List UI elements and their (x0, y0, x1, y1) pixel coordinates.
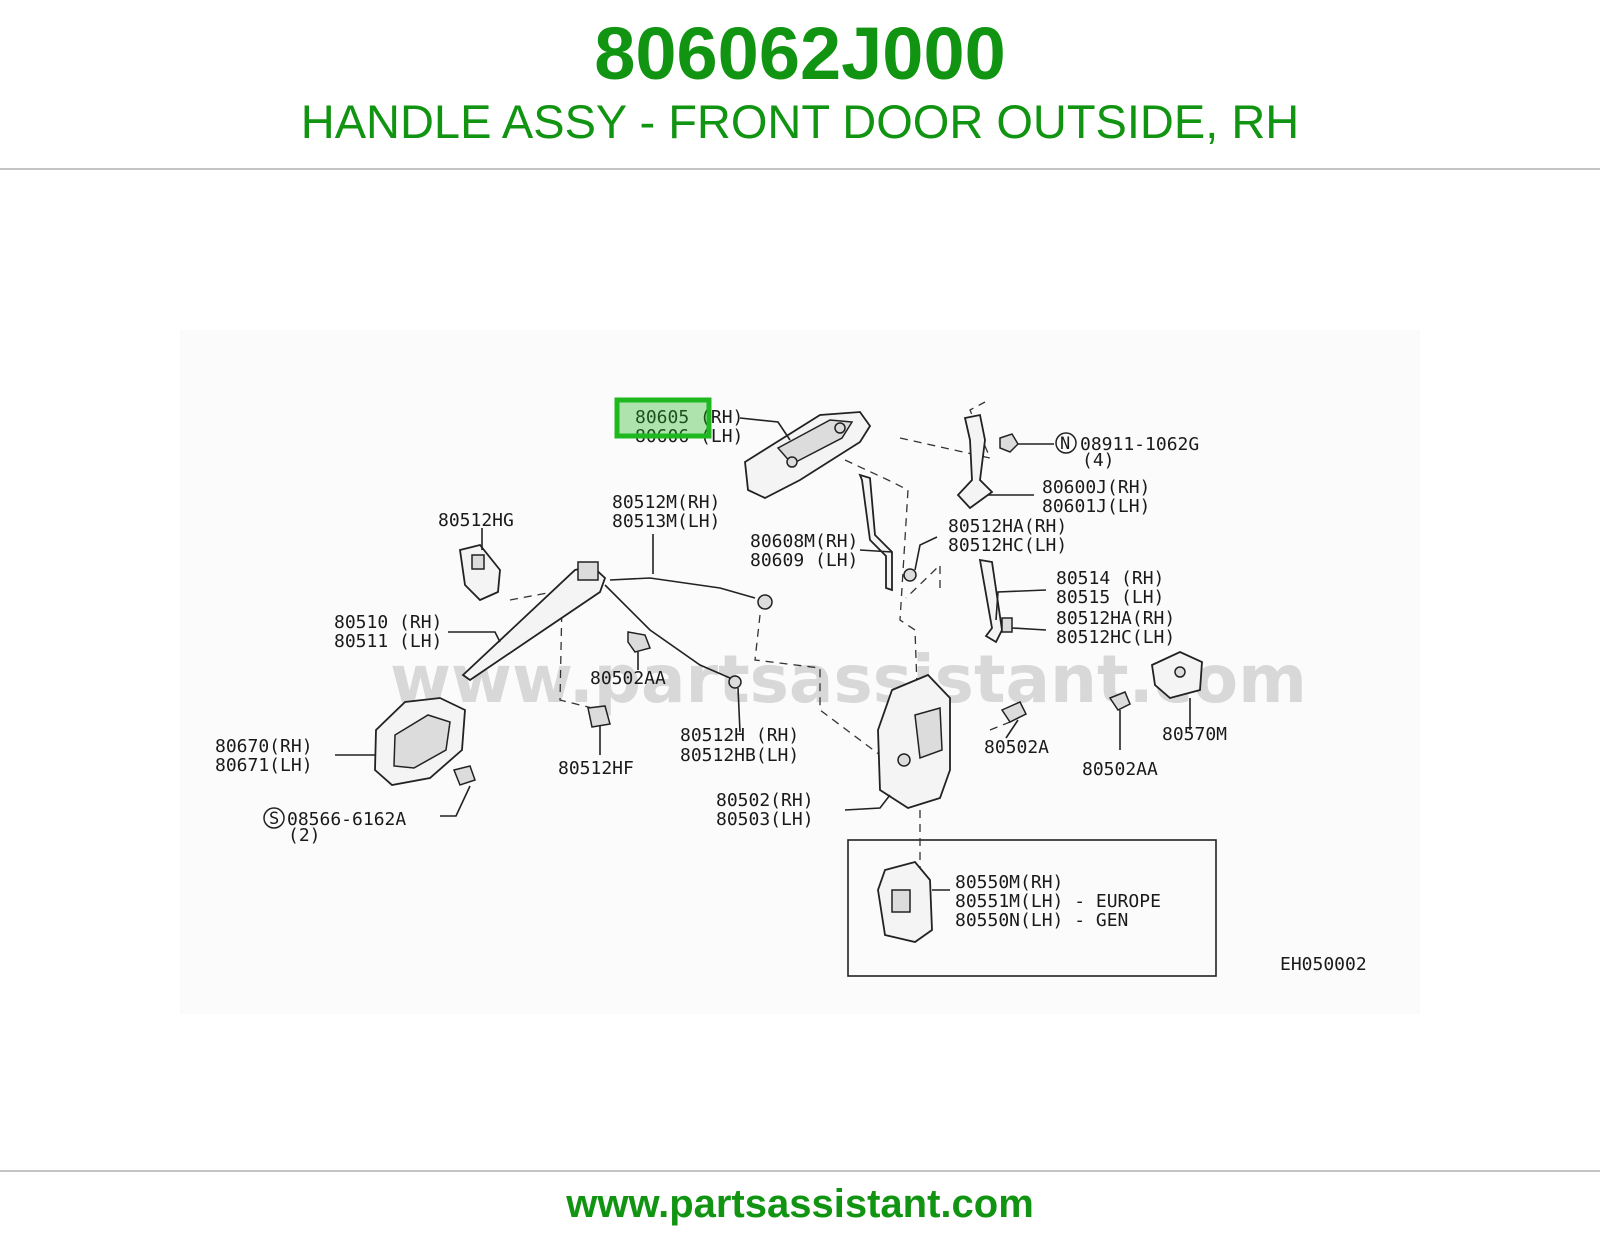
leader-line (737, 687, 741, 733)
label-80609: 80609 (LH) (750, 550, 858, 571)
label-80513m: 80513M(LH) (612, 511, 720, 532)
dashed-connector (905, 563, 941, 599)
label-80512hc-lower: 80512HC(LH) (1056, 627, 1175, 648)
label-80512ha-lower: 80512HA(RH) (1056, 608, 1175, 629)
dashed-connector (989, 721, 1011, 731)
part-number: 806062J000 (594, 12, 1006, 95)
leader-line (1011, 627, 1047, 631)
n-symbol-text: N (1060, 434, 1070, 454)
dashed-connector (754, 614, 881, 756)
rod-80510-part (461, 561, 731, 682)
clip-80512ha-part (1001, 617, 1013, 633)
clip-80512ha-part (903, 568, 917, 582)
label-08566-qty: (2) (288, 825, 321, 846)
label-80671: 80671(LH) (215, 755, 313, 776)
outside-handle-part (744, 411, 872, 500)
door-lock-part (877, 673, 951, 809)
label-80515: 80515 (LH) (1056, 587, 1164, 608)
label-08911-qty: (4) (1082, 450, 1115, 471)
label-80550n: 80550N(LH) - GEN (955, 910, 1128, 931)
label-80510: 80510 (RH) (334, 612, 442, 633)
label-80512h: 80512H (RH) (680, 725, 799, 746)
label-80502aa-left: 80502AA (590, 668, 666, 689)
bottom-divider (0, 1170, 1600, 1172)
label-80503: 80503(LH) (716, 809, 814, 830)
label-80550m: 80550M(RH) (955, 872, 1063, 893)
bolt-08911-part (999, 433, 1019, 453)
lock-actuator-part (877, 860, 933, 943)
footer-url[interactable]: www.partsassistant.com (566, 1182, 1034, 1226)
leader-line (448, 631, 501, 643)
part-description: HANDLE ASSY - FRONT DOOR OUTSIDE, RH (300, 95, 1300, 148)
label-80512hg: 80512HG (438, 510, 514, 531)
clip-80512hf-part (587, 705, 611, 728)
label-80512ha-upper: 80512HA(RH) (948, 516, 1067, 537)
label-80502aa-right: 80502AA (1082, 759, 1158, 780)
clip-80512h-part (728, 675, 742, 689)
label-08911: 08911-1062G (1080, 434, 1199, 455)
cable-80512m-part (609, 577, 756, 599)
top-divider (0, 168, 1600, 170)
bracket-80512hg-part (458, 543, 501, 602)
lock-actuator-inset-box (847, 839, 1217, 977)
n-symbol-icon (1055, 432, 1077, 454)
leader-line (859, 549, 893, 553)
rod-80608m-part (858, 473, 893, 592)
leader-line (440, 785, 471, 817)
label-80502a: 80502A (984, 737, 1049, 758)
label-80512m: 80512M(RH) (612, 492, 720, 513)
label-80601j: 80601J(LH) (1042, 496, 1150, 517)
screw-08566-part (452, 765, 476, 786)
dashed-connector (844, 459, 919, 729)
dashed-connector (559, 599, 593, 709)
diagram-code: EH050002 (1280, 954, 1367, 975)
label-80512hf: 80512HF (558, 758, 634, 779)
parts-diagram: www.partsassistant.com (180, 330, 1420, 1014)
leader-line (844, 794, 891, 811)
label-80670: 80670(RH) (215, 736, 313, 757)
clip-80502aa-part (627, 631, 651, 653)
label-80608m: 80608M(RH) (750, 531, 858, 552)
striker-80570m-part (1151, 651, 1203, 699)
handle-bracket-part (956, 413, 994, 510)
highlight-80605-box (614, 397, 712, 439)
label-80605: 80605 (RH) (635, 407, 743, 428)
inside-handle-part (374, 697, 466, 786)
label-08566: 08566-6162A (287, 809, 406, 830)
label-80514: 80514 (RH) (1056, 568, 1164, 589)
screw-80502aa-part (1108, 691, 1131, 711)
label-80570m: 80570M (1162, 724, 1227, 745)
label-80512hb: 80512HB(LH) (680, 745, 799, 766)
leader-line (914, 536, 938, 571)
label-80502: 80502(RH) (716, 790, 814, 811)
rod-80514-part (978, 558, 1003, 644)
s-symbol-text: S (269, 809, 279, 829)
label-80511: 80511 (LH) (334, 631, 442, 652)
leader-line (1005, 719, 1019, 739)
label-80600j: 80600J(RH) (1042, 477, 1150, 498)
leader-line (739, 417, 791, 441)
label-80512hc-upper: 80512HC(LH) (948, 535, 1067, 556)
header: 806062J000 HANDLE ASSY - FRONT DOOR OUTS… (0, 0, 1600, 170)
leader-line (995, 589, 1047, 621)
cable-end-part (757, 594, 773, 610)
s-symbol-icon (263, 807, 285, 829)
label-80551m: 80551M(LH) - EUROPE (955, 891, 1161, 912)
screw-80502a-part (1000, 701, 1028, 723)
